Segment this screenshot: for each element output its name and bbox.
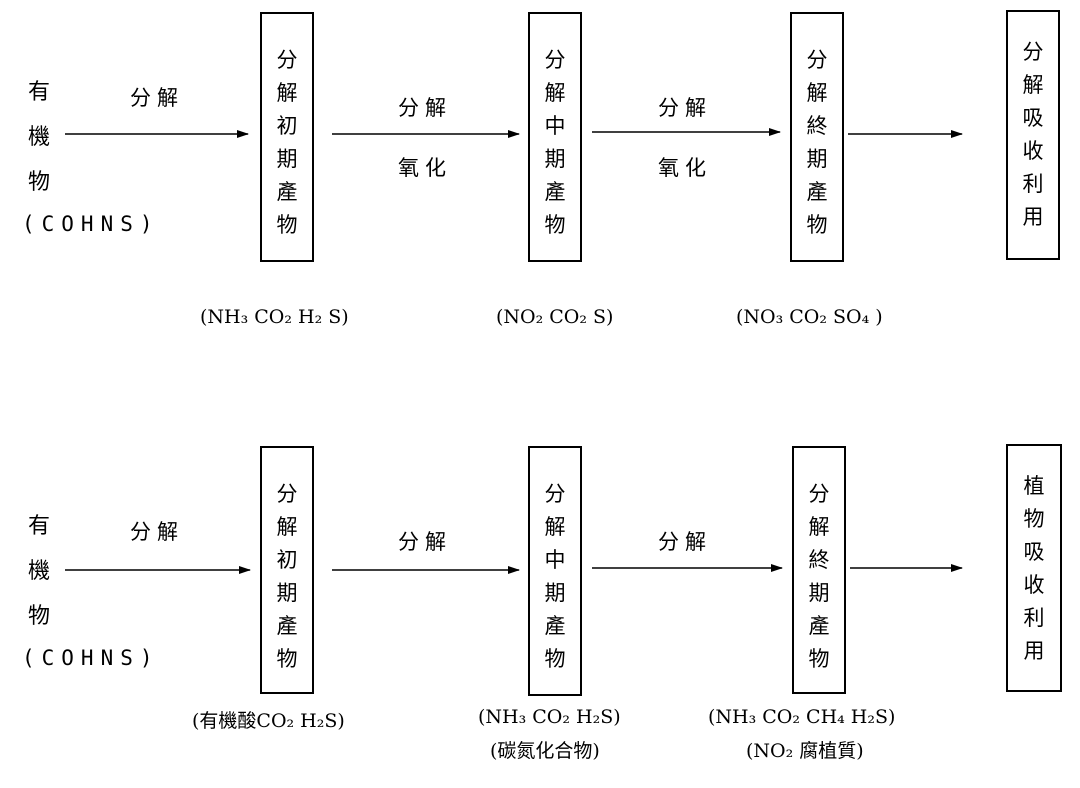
- top-box-absorption: 分 解 吸 收 利 用: [1006, 10, 1060, 260]
- bottom-arrow-3-label: 分解: [658, 530, 712, 554]
- bottom-source-chars: 有 機 物: [27, 514, 50, 629]
- bottom-product-3-line-2: (NO₂ 腐植質): [746, 740, 864, 762]
- top-product-3: (NO₃ CO₂ SO₄ ): [736, 306, 883, 328]
- bottom-arrow-2-label: 分解: [398, 530, 452, 554]
- top-product-2: (NO₂ CO₂ S): [496, 306, 614, 328]
- top-arrow-1-label: 分解: [130, 86, 184, 110]
- bottom-product-1: (有機酸CO₂ H₂S): [192, 710, 345, 732]
- bottom-product-2-line-2: (碳氮化合物): [490, 740, 600, 762]
- top-box-final-products: 分 解 終 期 產 物: [790, 12, 844, 262]
- top-box-middle-products: 分 解 中 期 產 物: [528, 12, 582, 262]
- top-arrow-3-label-2: 氧化: [658, 156, 712, 180]
- top-source-chars: 有 機 物: [27, 80, 50, 195]
- top-box-initial-products: 分 解 初 期 產 物: [260, 12, 314, 262]
- top-arrow-2-label-2: 氧化: [398, 156, 452, 180]
- top-product-1: (NH₃ CO₂ H₂ S): [200, 306, 349, 328]
- top-source-formula: (COHNS): [22, 212, 160, 236]
- bottom-box-middle-products: 分 解 中 期 產 物: [528, 446, 582, 696]
- bottom-box-initial-products: 分 解 初 期 產 物: [260, 446, 314, 694]
- top-arrow-2-label-1: 分解: [398, 96, 452, 120]
- bottom-box-plant-absorption: 植 物 吸 收 利 用: [1006, 444, 1062, 692]
- bottom-product-3-line-1: (NH₃ CO₂ CH₄ H₂S): [708, 706, 896, 728]
- bottom-source-formula: (COHNS): [22, 646, 160, 670]
- bottom-arrow-1-label: 分解: [130, 520, 184, 544]
- top-arrow-3-label-1: 分解: [658, 96, 712, 120]
- bottom-box-final-products: 分 解 終 期 產 物: [792, 446, 846, 694]
- bottom-product-2-line-1: (NH₃ CO₂ H₂S): [478, 706, 621, 728]
